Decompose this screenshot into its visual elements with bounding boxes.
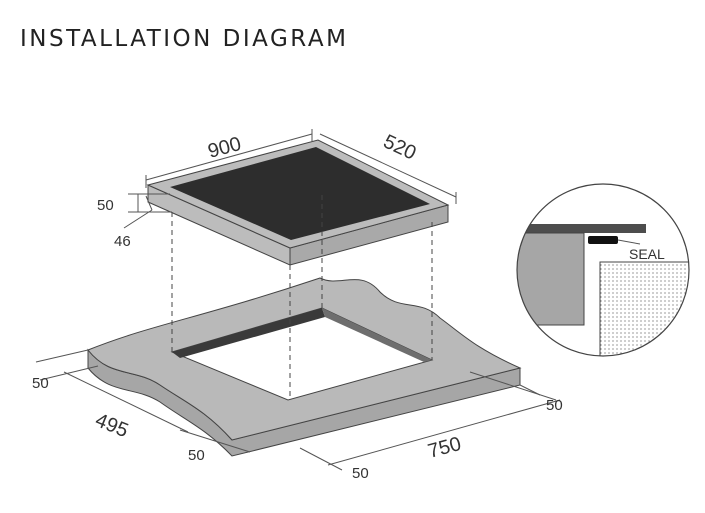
clearance-right-label: 50	[546, 397, 563, 414]
cutout-wall-back	[172, 308, 325, 358]
cutout-dimension-lines	[35, 349, 561, 471]
seal-strip	[588, 236, 618, 244]
hob-dimension-lines	[123, 129, 457, 229]
hob-body-height-label: 46	[114, 233, 131, 250]
hob-height-label: 50	[97, 197, 114, 214]
projection-lines	[171, 195, 433, 400]
hob	[146, 139, 450, 266]
clearance-front-label: 50	[188, 447, 205, 464]
detail-hob-body	[517, 232, 585, 326]
worktop	[87, 277, 522, 457]
hob-depth-label: 520	[380, 131, 420, 165]
clearance-left-label: 50	[32, 375, 49, 392]
cutout-wall-right	[322, 308, 432, 362]
page-title: INSTALLATION DIAGRAM	[20, 26, 349, 52]
seal-detail: SEAL	[516, 183, 690, 357]
hob-width-label: 900	[206, 133, 244, 163]
detail-hob-plate	[517, 224, 646, 233]
clearance-back-label: 50	[352, 465, 369, 482]
worktop-surface	[87, 277, 522, 441]
cutout-width-label: 750	[426, 433, 464, 463]
hob-glass	[170, 147, 430, 240]
detail-circle-outline	[516, 183, 690, 357]
seal-label: SEAL	[629, 246, 665, 262]
cutout-depth-label: 495	[92, 409, 131, 442]
